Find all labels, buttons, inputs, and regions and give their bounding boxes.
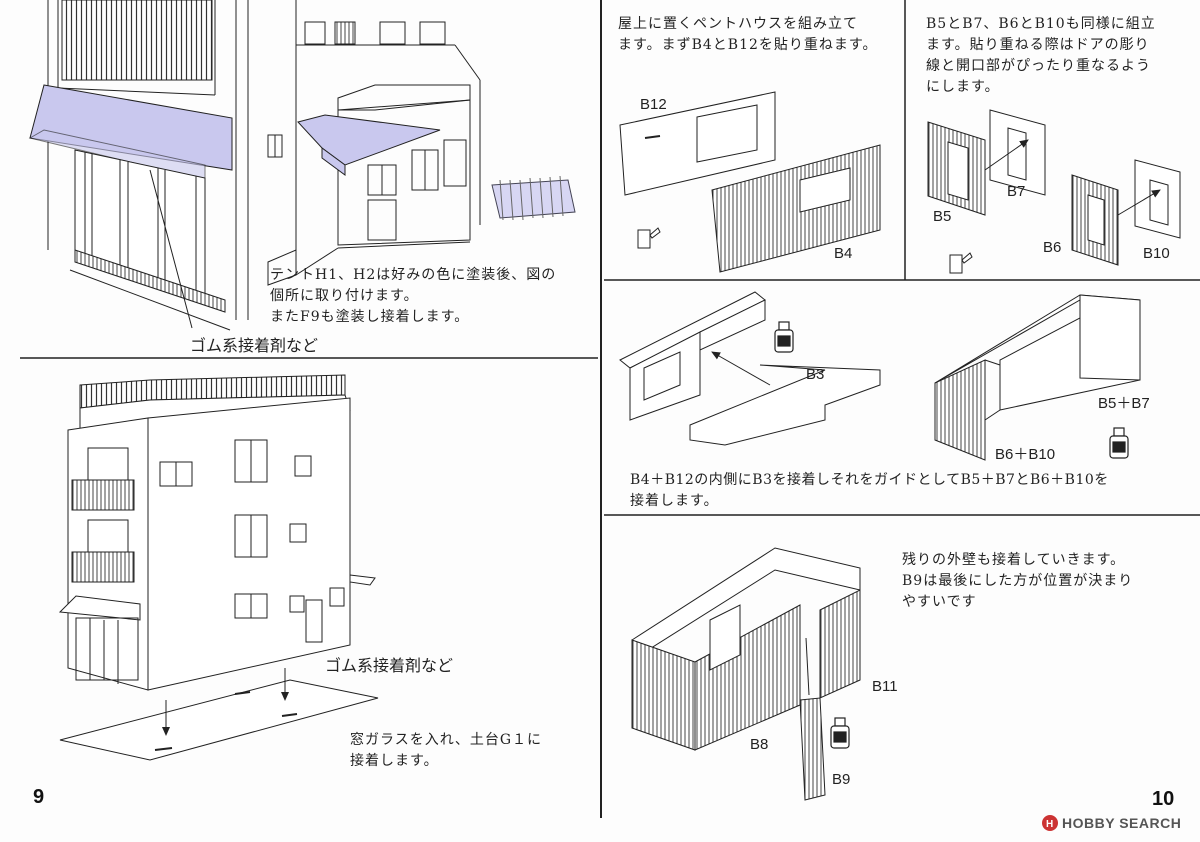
glue-label-top: ゴム系接着剤など (190, 336, 319, 355)
glue-bottle-icon-3 (830, 717, 850, 749)
page-number-left: 9 (33, 786, 45, 808)
label-b9: B9 (832, 771, 851, 788)
railing-part-f9 (491, 175, 576, 221)
base-text-line: 接着します。 (350, 753, 439, 769)
walls-instructions: 残りの外壁も接着していきます。 B9は最後にした方が位置が決まり やすいです (902, 550, 1133, 613)
walls-text-line: 残りの外壁も接着していきます。 (902, 552, 1126, 568)
label-b11: B11 (872, 678, 898, 695)
parts-b5-b7-b6-b10 (927, 109, 1181, 266)
label-b5-b7: B5＋B7 (1098, 395, 1150, 412)
parts-b12-b4 (619, 91, 881, 273)
doors-text-line: ます。貼り重ねる際はドアの彫り (926, 37, 1150, 53)
label-b6-b10: B6＋B10 (995, 446, 1056, 463)
tent-text-line: テントH1、H2は好みの色に塗装後、図の (270, 267, 557, 283)
doors-text-line: B5とB7、B6とB10も同様に組立 (926, 16, 1156, 32)
label-b7: B7 (1007, 183, 1026, 200)
label-b12: B12 (640, 96, 667, 113)
glue-tube-icon-1 (637, 227, 661, 249)
tent-text-line: 個所に取り付けます。 (270, 288, 419, 304)
label-b4: B4 (834, 245, 853, 262)
glue-tube-icon-2 (949, 252, 973, 274)
parts-b3-assembly (619, 291, 1141, 461)
penthouse-text-line: 屋上に置くペントハウスを組み立て (618, 16, 858, 32)
label-b10: B10 (1143, 245, 1170, 262)
tent-text-line: またF9も塗装し接着します。 (270, 309, 470, 325)
glue-label-bottom: ゴム系接着剤など (325, 656, 454, 675)
walls-text-line: B9は最後にした方が位置が決まり (902, 573, 1134, 589)
penthouse-text-line: ます。まずB4とB12を貼り重ねます。 (618, 37, 878, 53)
hobby-search-logo-icon: H (1042, 815, 1058, 831)
label-b3: B3 (806, 366, 825, 383)
parts-walls-assembly (631, 547, 861, 801)
label-b6: B6 (1043, 239, 1062, 256)
label-b8: B8 (750, 736, 769, 753)
side-building-awning (267, 0, 481, 286)
base-text-line: 窓ガラスを入れ、土台G１に (350, 732, 543, 748)
tent-instructions: テントH1、H2は好みの色に塗装後、図の 個所に取り付けます。 またF9も塗装し… (270, 265, 556, 328)
walls-text-line: やすいです (902, 594, 977, 610)
doors-text-line: にします。 (926, 79, 1000, 95)
watermark-text: HOBBY SEARCH (1062, 815, 1182, 831)
glue-bottle-icon-2 (1109, 427, 1129, 459)
page-number-right: 10 (1152, 788, 1175, 810)
penthouse-instructions: 屋上に置くペントハウスを組み立て ます。まずB4とB12を貼り重ねます。 (618, 14, 878, 56)
doors-instructions: B5とB7、B6とB10も同様に組立 ます。貼り重ねる際はドアの彫り 線と開口部… (926, 14, 1156, 98)
storefront-closeup (28, 0, 249, 331)
base-plate-g1 (59, 668, 379, 761)
guide-instructions: B4＋B12の内側にB3を接着しそれをガイドとしてB5＋B7とB6＋B10を 接… (630, 470, 1109, 512)
glue-bottle-icon-1 (774, 321, 794, 353)
guide-text-line: B4＋B12の内側にB3を接着しそれをガイドとしてB5＋B7とB6＋B10を (630, 472, 1109, 488)
base-instructions: 窓ガラスを入れ、土台G１に 接着します。 (350, 730, 542, 772)
svg-text:H: H (1046, 819, 1053, 830)
label-b5: B5 (933, 208, 952, 225)
doors-text-line: 線と開口部がぴったり重なるよう (926, 58, 1151, 74)
guide-text-line: 接着します。 (630, 493, 719, 509)
building-full-view (58, 374, 376, 691)
